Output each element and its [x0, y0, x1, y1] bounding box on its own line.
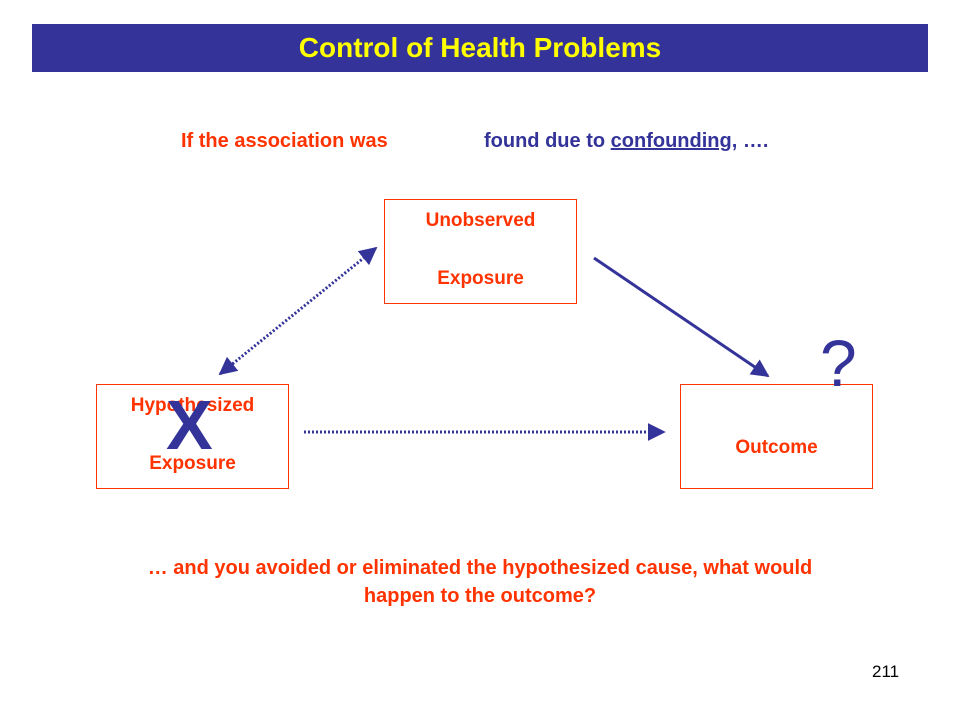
- outcome-label: Outcome: [735, 437, 818, 458]
- hypothesized-label: Hypothesized: [130, 395, 255, 416]
- question-mark: ?: [820, 326, 857, 400]
- confounding-word: confounding: [610, 130, 732, 152]
- intro-text-part1: If the association was: [181, 130, 388, 152]
- unobserved-to-outcome-arrow: [593, 256, 770, 378]
- bottom-question-line2: happen to the outcome?: [363, 585, 597, 607]
- bottom-question-line1: … and you avoided or eliminated the hypo…: [147, 557, 813, 579]
- outcome-box: Outcome: [680, 384, 873, 489]
- title-bar: Control of Health Problems: [32, 24, 928, 72]
- confounding-link-arrow: [218, 246, 378, 376]
- intro-prefix: found due to: [484, 130, 611, 152]
- page-number: 211: [872, 662, 900, 681]
- unobserved-label: Unobserved: [425, 210, 536, 231]
- hypothesized-exposure-box: Hypothesized Exposure: [96, 384, 289, 489]
- unobserved-exposure-label: Exposure: [437, 268, 524, 289]
- intro-text-part2: found due to confounding, ….: [484, 130, 768, 153]
- cross-mark: X: [166, 386, 213, 464]
- bottom-question: … and you avoided or eliminated the hypo…: [60, 554, 900, 610]
- unobserved-exposure-box: Unobserved Exposure: [384, 199, 577, 304]
- intro-suffix: , ….: [731, 130, 769, 152]
- slide-title: Control of Health Problems: [298, 32, 662, 63]
- hypothesized-exposure-label: Exposure: [149, 453, 236, 474]
